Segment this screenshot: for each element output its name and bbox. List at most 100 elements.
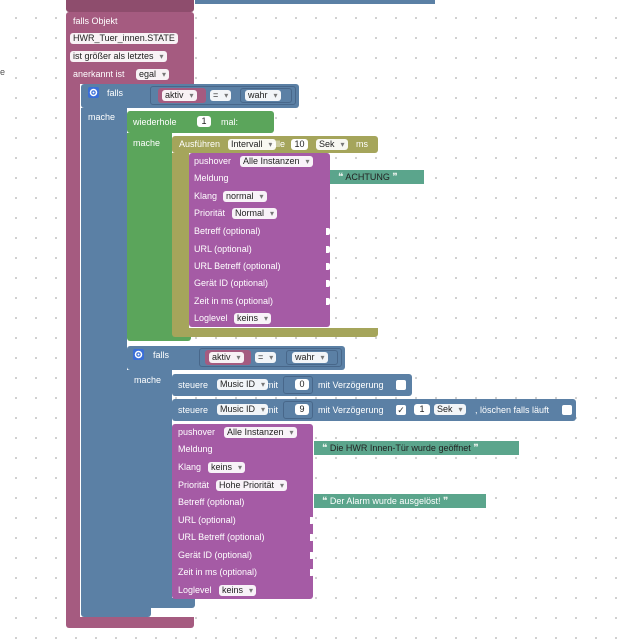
repeat-mache-label: mache — [133, 138, 161, 148]
if1-right-dropdown[interactable]: wahr — [245, 90, 281, 101]
if-block-2-spine — [127, 370, 172, 606]
quote-open-icon: ❝ — [322, 496, 328, 507]
push1-target-dropdown[interactable]: Alle Instanzen — [240, 156, 313, 167]
interval-block-spine — [172, 153, 189, 331]
push2-url-betreff-socket[interactable] — [310, 534, 314, 541]
top-block-edge — [66, 0, 194, 12]
if-block-2-foot — [127, 598, 195, 608]
steuere2-label: steuere — [178, 405, 209, 415]
steuere2-clear-checkbox[interactable] — [562, 405, 572, 415]
push1-meldung-string[interactable]: ❝ ACHTUNG ❞ — [330, 170, 424, 184]
repeat-block-spine — [127, 133, 172, 338]
if2-right-dropdown[interactable]: wahr — [292, 352, 328, 363]
gear-icon[interactable] — [88, 87, 99, 98]
push2-geraet-label: Gerät ID (optional) — [178, 550, 253, 560]
steuere2-delay-value[interactable]: 1 — [414, 404, 430, 415]
ack-dropdown[interactable]: egal — [136, 69, 170, 80]
quote-close-icon: ❞ — [473, 443, 479, 454]
if2-left-dropdown[interactable]: aktiv — [209, 352, 244, 363]
push2-target-dropdown[interactable]: Alle Instanzen — [224, 427, 297, 438]
push2-meldung-string[interactable]: ❝ Die HWR Innen-Tür wurde geöffnet ❞ — [314, 441, 519, 455]
push2-loglevel-dropdown[interactable]: keins — [219, 585, 257, 596]
steuere2-delay-label: mit Verzögerung — [318, 405, 384, 415]
push1-meldung-value[interactable]: ACHTUNG — [345, 172, 390, 182]
trigger-block-foot — [66, 617, 194, 628]
push1-betreff-socket[interactable] — [326, 228, 330, 235]
interval-block-foot — [172, 328, 378, 337]
push1-geraet-socket[interactable] — [326, 280, 330, 287]
interval-unit-dropdown[interactable]: Sek — [316, 139, 348, 150]
if2-falls-label: falls — [153, 350, 170, 360]
push1-zeit-label: Zeit in ms (optional) — [194, 296, 274, 306]
ack-label: anerkannt ist — [73, 69, 125, 79]
push2-url-betreff-label: URL Betreff (optional) — [178, 532, 265, 542]
top-block-remnant — [195, 0, 435, 4]
push2-loglevel-label: Loglevel — [178, 585, 212, 595]
push1-url-betreff-label: URL Betreff (optional) — [194, 261, 281, 271]
interval-mode-dropdown[interactable]: Intervall — [228, 139, 276, 150]
push1-klang-dropdown[interactable]: normal — [223, 191, 267, 202]
steuere1-target-dropdown[interactable]: Music ID — [217, 379, 269, 390]
push1-meldung-label: Meldung — [194, 173, 229, 183]
push2-prio-dropdown[interactable]: Hohe Priorität — [216, 480, 288, 491]
push2-meldung-value[interactable]: Die HWR Innen-Tür wurde geöffnet — [329, 443, 471, 453]
steuere2-target-dropdown[interactable]: Music ID — [217, 404, 269, 415]
repeat-count-field[interactable]: 1 — [197, 116, 211, 127]
push1-url-label: URL (optional) — [194, 244, 252, 254]
object-id-field[interactable]: HWR_Tuer_innen.STATE — [70, 33, 178, 44]
interval-prefix: Ausführen — [179, 139, 221, 149]
edge-text: e — [0, 67, 6, 77]
repeat-label: wiederhole — [133, 117, 177, 127]
push2-klang-label: Klang — [178, 462, 202, 472]
pushover-block-1[interactable] — [189, 153, 330, 327]
push2-prio-label: Priorität — [178, 480, 210, 490]
push1-url-socket[interactable] — [326, 246, 330, 253]
trigger-block[interactable] — [66, 12, 194, 84]
if1-mache-label: mache — [88, 112, 116, 122]
push2-zeit-socket[interactable] — [310, 569, 314, 576]
pushover-block-2[interactable] — [172, 424, 313, 599]
gear-icon[interactable] — [133, 349, 144, 360]
if1-operator-dropdown[interactable]: = — [210, 90, 232, 101]
if1-falls-label: falls — [107, 88, 124, 98]
quote-open-icon: ❝ — [322, 443, 328, 454]
steuere1-delay-checkbox[interactable] — [396, 380, 406, 390]
quote-close-icon: ❞ — [442, 496, 449, 507]
falls-objekt-label: falls Objekt — [73, 16, 118, 26]
push2-url-socket[interactable] — [310, 517, 314, 524]
steuere1-delay-label: mit Verzögerung — [318, 380, 384, 390]
if2-mache-label: mache — [134, 375, 162, 385]
if-block-1-foot — [81, 606, 151, 617]
steuere1-value-field[interactable]: 0 — [295, 379, 309, 390]
push2-betreff-value[interactable]: Der Alarm wurde ausgelöst! — [329, 496, 441, 506]
quote-open-icon: ❝ — [338, 172, 344, 183]
push2-betreff-label: Betreff (optional) — [178, 497, 245, 507]
steuere2-delay-checkbox[interactable]: ✓ — [396, 405, 406, 415]
steuere2-value-field[interactable]: 9 — [295, 404, 309, 415]
push1-loglevel-label: Loglevel — [194, 313, 228, 323]
push1-zeit-socket[interactable] — [326, 298, 330, 305]
push2-geraet-socket[interactable] — [310, 552, 314, 559]
push1-geraet-label: Gerät ID (optional) — [194, 278, 269, 288]
push2-klang-dropdown[interactable]: keins — [208, 462, 246, 473]
interval-ms: ms — [356, 139, 368, 149]
steuere-block-2[interactable] — [172, 399, 576, 421]
push1-loglevel-dropdown[interactable]: keins — [234, 313, 272, 324]
push1-betreff-label: Betreff (optional) — [194, 226, 261, 236]
interval-value-field[interactable]: 10 — [291, 139, 308, 150]
steuere1-mit: mit — [266, 380, 278, 390]
trigger-block-spine — [66, 84, 80, 620]
steuere2-delay-unit-dropdown[interactable]: Sek — [434, 404, 466, 415]
interval-alle: alle — [271, 139, 286, 149]
push1-prio-dropdown[interactable]: Normal — [232, 208, 278, 219]
push2-betreff-string[interactable]: ❝ Der Alarm wurde ausgelöst! ❞ — [314, 494, 486, 508]
repeat-block-foot — [127, 330, 191, 341]
push1-url-betreff-socket[interactable] — [326, 263, 330, 270]
push1-klang-label: Klang — [194, 191, 218, 201]
if1-left-dropdown[interactable]: aktiv — [162, 90, 197, 101]
compare-dropdown[interactable]: ist größer als letztes — [70, 51, 167, 62]
if2-operator-dropdown[interactable]: = — [255, 352, 277, 363]
quote-close-icon: ❞ — [392, 172, 398, 183]
if-block-1-spine — [81, 108, 127, 613]
push1-prio-label: Priorität — [194, 208, 226, 218]
